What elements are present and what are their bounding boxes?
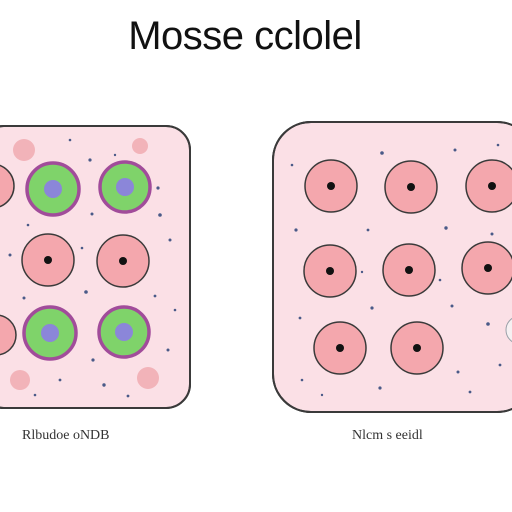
left-panel <box>0 125 191 409</box>
blob <box>13 139 35 161</box>
green-cell <box>25 161 81 217</box>
right-panel <box>272 121 512 413</box>
blob <box>132 138 148 154</box>
pink-cell <box>390 321 444 375</box>
partial-pink-cell <box>0 163 15 209</box>
pink-cell <box>313 321 367 375</box>
right-panel-caption: Nlcm s eeidl <box>352 428 423 443</box>
pink-cell <box>382 243 436 297</box>
pink-cell <box>465 159 512 213</box>
green-cell <box>22 305 78 361</box>
pink-cell <box>304 159 358 213</box>
blob <box>137 367 159 389</box>
left-panel-caption: Rlbudoe oNDB <box>22 428 110 443</box>
partial-faint-cell <box>505 317 512 343</box>
pink-cell <box>21 233 75 287</box>
green-cell <box>97 305 151 359</box>
speckles-right <box>290 143 502 397</box>
partial-pink-cell <box>0 314 17 356</box>
pink-cell <box>96 234 150 288</box>
pink-cell <box>461 241 512 295</box>
diagram-title: Mosse cclolel <box>128 14 362 58</box>
speckles-left <box>8 138 177 398</box>
green-cell <box>98 160 152 214</box>
pink-cell <box>384 160 438 214</box>
blob <box>10 370 30 390</box>
pink-cell <box>303 244 357 298</box>
